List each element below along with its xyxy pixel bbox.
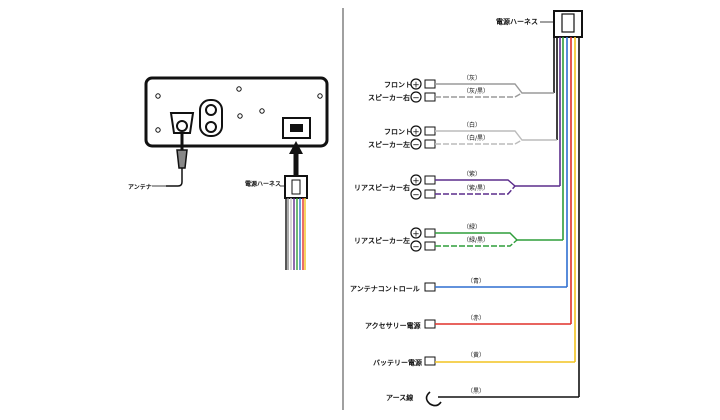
plus-icon	[410, 227, 422, 239]
antenna-control: アンテナコントロール （青）	[350, 277, 567, 293]
screw-hole	[259, 108, 265, 114]
terminal-connector	[424, 175, 436, 185]
minus-wire-color: （灰/黒）	[463, 87, 489, 95]
plus-wire-color: （灰）	[463, 74, 481, 82]
wire-plus	[435, 130, 557, 141]
trunk-wires	[553, 37, 580, 397]
plus-symbol: ＋	[413, 177, 420, 185]
minus-icon	[410, 188, 422, 200]
front-left-label-line2: スピーカー左	[368, 140, 410, 149]
terminal-connector	[424, 228, 436, 238]
ground-label: アース線	[386, 393, 413, 402]
antenna-control-label: アンテナコントロール	[350, 285, 420, 293]
wire-minus	[435, 139, 523, 145]
screw-hole	[317, 93, 323, 99]
minus-symbol: －	[413, 243, 420, 251]
wire-color: （青）	[467, 277, 485, 285]
terminal-connector	[424, 126, 436, 136]
wire-color: （黒）	[467, 388, 485, 395]
plus-icon	[410, 125, 422, 137]
terminal-connector	[424, 79, 436, 89]
harness-socket-slot	[290, 124, 303, 132]
antenna-label: アンテナ	[128, 184, 152, 191]
minus-icon	[410, 91, 422, 103]
right-harness-label: 電源ハーネス	[496, 17, 538, 26]
rear-right-label: リアスピーカー右	[354, 183, 410, 192]
left-harness-connector	[284, 175, 308, 270]
minus-symbol: －	[413, 141, 420, 149]
ground-wire: アース線 （黒）	[386, 388, 579, 407]
battery-power: バッテリー電源 （黄）	[373, 351, 575, 367]
minus-wire-color: （緑/黒）	[463, 236, 489, 244]
terminal-connector	[424, 319, 436, 329]
front-right-label-line2: スピーカー右	[368, 93, 410, 102]
plus-wire-color: （紫）	[463, 170, 481, 178]
accessory-power: アクセサリー電源 （赤）	[365, 315, 571, 330]
front-speaker-right: フロント スピーカー右 ＋ － （灰） （灰/黒）	[368, 74, 554, 103]
antenna-socket-hole	[176, 120, 188, 132]
wire-plus	[435, 179, 560, 187]
minus-icon	[410, 240, 422, 252]
front-left-label-line1: フロント	[384, 128, 412, 136]
terminal-connector	[424, 92, 436, 102]
screw-hole	[236, 86, 242, 92]
plus-icon	[410, 78, 422, 90]
antenna-plug	[152, 133, 188, 187]
ring-terminal-icon	[425, 391, 442, 407]
front-right-label-line1: フロント	[384, 81, 412, 89]
wire-minus	[435, 239, 518, 247]
minus-symbol: －	[413, 191, 420, 199]
terminal-connector	[424, 139, 436, 149]
main-harness-connector	[553, 10, 583, 38]
terminal-connector	[424, 282, 436, 292]
wire-minus	[435, 92, 523, 98]
rca-jack	[205, 104, 217, 116]
minus-wire-color: （紫/黒）	[463, 184, 489, 192]
wire-minus	[435, 185, 516, 195]
minus-symbol: －	[413, 94, 420, 102]
plus-wire-color: （緑）	[463, 223, 481, 231]
left-harness-label: 電源ハーネス	[245, 180, 281, 188]
terminal-connector	[424, 356, 436, 366]
plus-symbol: ＋	[413, 81, 420, 89]
front-speaker-left: フロント スピーカー左 ＋ － （白） （白/黒）	[368, 121, 557, 150]
wire-plus	[435, 83, 554, 94]
minus-icon	[410, 138, 422, 150]
rear-speaker-left: リアスピーカー左 ＋ － （緑） （緑/黒）	[354, 223, 563, 252]
plus-wire-color: （白）	[463, 121, 481, 129]
battery-label: バッテリー電源	[373, 358, 422, 367]
plus-icon	[410, 174, 422, 186]
screw-hole	[155, 93, 161, 99]
rca-jack	[205, 121, 217, 133]
wire-plus	[435, 232, 563, 241]
rear-left-label: リアスピーカー左	[354, 236, 410, 245]
harness-arrow	[289, 141, 303, 178]
accessory-label: アクセサリー電源	[365, 321, 421, 330]
plus-symbol: ＋	[413, 230, 420, 238]
screw-hole	[237, 113, 243, 119]
plus-symbol: ＋	[413, 128, 420, 136]
rear-speaker-right: リアスピーカー右 ＋ － （紫） （紫/黒）	[354, 170, 560, 200]
screw-hole	[155, 127, 161, 133]
wire-color: （赤）	[467, 315, 485, 322]
terminal-connector	[424, 241, 436, 251]
wire-color: （黄）	[467, 351, 485, 359]
minus-wire-color: （白/黒）	[463, 134, 489, 142]
terminal-connector	[424, 189, 436, 199]
head-unit	[144, 76, 329, 148]
